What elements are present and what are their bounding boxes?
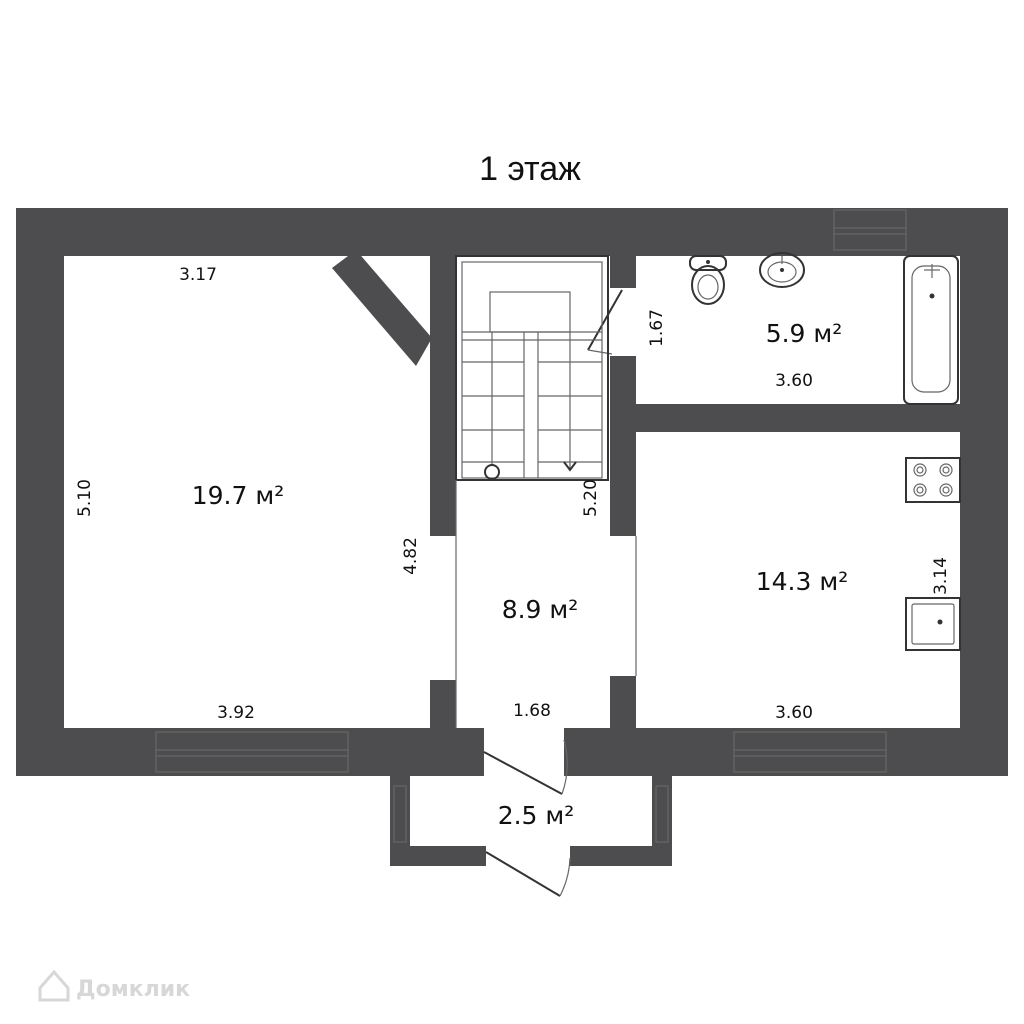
living-room-area: 19.7 м²	[192, 481, 285, 510]
vestibule-area: 2.5 м²	[498, 801, 575, 830]
living-width-bottom: 3.92	[217, 703, 255, 723]
kitchen-sink-icon	[905, 597, 961, 651]
sink-icon	[759, 252, 805, 288]
kitchen-width: 3.60	[775, 703, 813, 723]
bathtub-icon	[903, 255, 959, 405]
living-width-top: 3.17	[179, 265, 217, 285]
house-logo-icon	[38, 969, 70, 1002]
floor-title: 1 этаж	[479, 150, 581, 188]
bathroom-height: 1.67	[647, 309, 667, 347]
windows	[155, 209, 907, 843]
hall-area: 8.9 м²	[502, 595, 579, 624]
kitchen-area: 14.3 м²	[756, 567, 849, 596]
bathroom-width: 3.60	[775, 371, 813, 391]
stove-icon	[905, 457, 961, 503]
staircase-icon	[455, 255, 609, 481]
watermark-text: Домклик	[76, 977, 190, 1002]
kitchen-height: 3.14	[931, 557, 951, 595]
hall-width: 1.68	[513, 701, 551, 721]
toilet-icon	[689, 255, 727, 305]
hall-height: 5.20	[581, 479, 601, 517]
watermark: Домклик	[38, 969, 190, 1002]
living-height-left: 5.10	[75, 479, 95, 517]
bathroom-area: 5.9 м²	[766, 319, 843, 348]
living-height-right: 4.82	[401, 537, 421, 575]
